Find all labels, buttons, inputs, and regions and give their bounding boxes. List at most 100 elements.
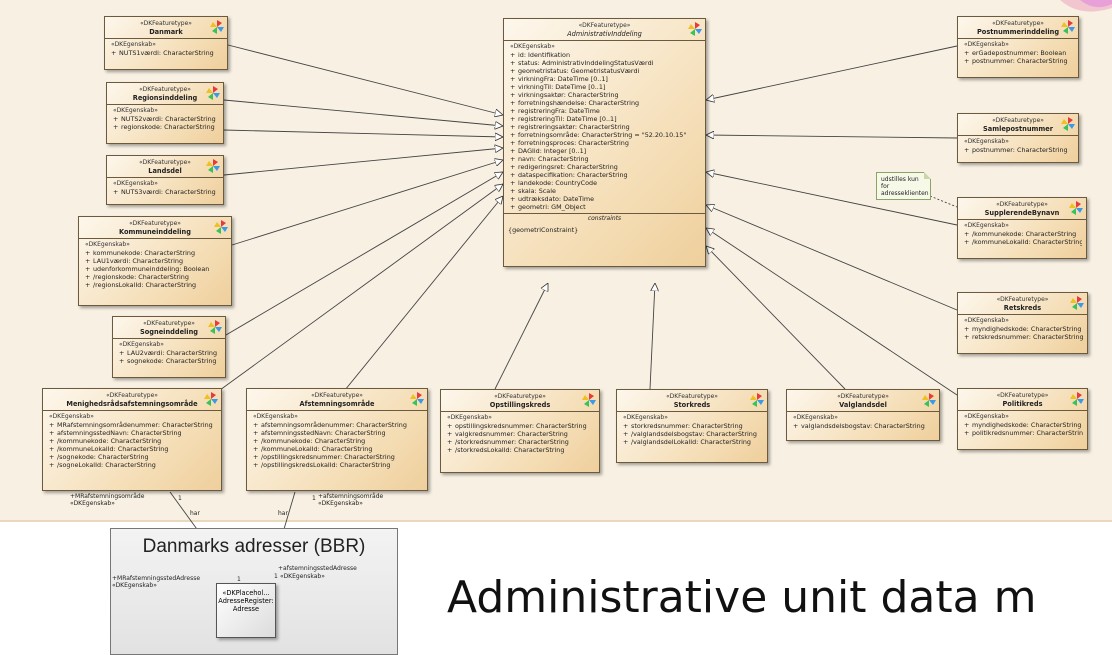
- visibility-marker: +: [964, 333, 970, 341]
- attribute-row: +/regionskode: CharacterString: [85, 273, 227, 281]
- stereotype-label: «DKFeaturetype»: [139, 159, 191, 166]
- attribute-row: +virkningsaktør: CharacterString: [510, 91, 701, 99]
- section-stereotype: «DKEgenskab»: [113, 180, 158, 187]
- pinwheel-icon: [1070, 296, 1084, 310]
- class-header: «DKFeaturetype»Menighedsrådsafstemningso…: [43, 389, 221, 411]
- constraints-label: constraints: [587, 215, 622, 222]
- generalization-storkreds: [649, 283, 655, 390]
- attribute-list: +id: Identifikation+status: Administrati…: [510, 51, 701, 211]
- visibility-marker: +: [49, 421, 55, 429]
- class-kommuneinddeling[interactable]: «DKFeaturetype»Kommuneinddeling«DKEgensk…: [78, 216, 232, 306]
- attribute-text: postnummer: CharacterString: [972, 146, 1068, 154]
- attribute-text: /regionskode: CharacterString: [93, 273, 189, 281]
- attribute-row: +sognekode: CharacterString: [119, 357, 221, 365]
- attribute-row: +/regionsLokalId: CharacterString: [85, 281, 227, 289]
- class-landsdel[interactable]: «DKFeaturetype»Landsdel«DKEgenskab»+NUTS…: [106, 155, 224, 205]
- class-opstillingskreds[interactable]: «DKFeaturetype»Opstillingskreds«DKEgensk…: [440, 389, 600, 473]
- attribute-section: «DKEgenskab»+opstillingskredsnummer: Cha…: [441, 412, 599, 456]
- class-header: «DKFeaturetype»Sogneinddeling: [113, 317, 225, 339]
- af-section-label: «DKEgenskab»: [318, 500, 363, 507]
- constraint-section: constraints {geometriConstraint}: [504, 213, 705, 237]
- class-sogneinddeling[interactable]: «DKFeaturetype»Sogneinddeling «DKEgenskab…: [112, 316, 226, 378]
- class-regionsinddeling[interactable]: «DKFeaturetype»Regionsinddeling«DKEgensk…: [106, 82, 224, 144]
- stereotype-label: «DKFeaturetype»: [106, 392, 158, 399]
- pinwheel-icon: [206, 159, 220, 173]
- class-header: «DKFeaturetype»Afstemningsområde: [247, 389, 427, 411]
- attribute-text: /sognekode: CharacterString: [57, 453, 149, 461]
- attribute-text: myndighedskode: CharacterString: [972, 421, 1082, 429]
- class-postnummerinddeling[interactable]: «DKFeaturetype»Postnummerinddeling«DKEge…: [957, 16, 1079, 78]
- generalization-sogn: [225, 172, 503, 336]
- class-supplerendebynavn[interactable]: «DKFeaturetype»SupplerendeBynavn«DKEgens…: [957, 197, 1087, 259]
- stereotype-label: «DKFeaturetype»: [992, 20, 1044, 27]
- attribute-row: +virkningFra: DateTime [0..1]: [510, 75, 701, 83]
- attribute-row: +/sognekode: CharacterString: [49, 453, 217, 461]
- class-samlepostnummer[interactable]: «DKFeaturetype»Samlepostnummer«DKEgenska…: [957, 113, 1079, 163]
- attribute-text: forretningsproces: CharacterString: [518, 139, 629, 147]
- visibility-marker: +: [510, 155, 516, 163]
- generalization-region-b: [223, 129, 503, 137]
- attribute-row: +erGadepostnummer: Boolean: [964, 49, 1074, 57]
- visibility-marker: +: [447, 438, 453, 446]
- visibility-marker: +: [964, 230, 970, 238]
- visibility-marker: +: [510, 139, 516, 147]
- attribute-row: +NUTS3værdi: CharacterString: [113, 188, 219, 196]
- attribute-row: +registreringsaktør: CharacterString: [510, 123, 701, 131]
- section-stereotype: «DKEgenskab»: [964, 138, 1009, 145]
- attribute-row: +landekode: CountryCode: [510, 179, 701, 187]
- attribute-text: retskredsnummer: CharacterString: [972, 333, 1083, 341]
- pinwheel-icon: [410, 392, 424, 406]
- visibility-marker: +: [510, 171, 516, 179]
- attribute-row: +/valglandsdelsbogstav: CharacterString: [623, 430, 763, 438]
- class-adresse-placeholder[interactable]: «DKPlacehol... AdresseRegister: Adresse: [216, 583, 276, 638]
- visibility-marker: +: [510, 83, 516, 91]
- attribute-text: NUTS2værdi: CharacterString: [121, 115, 216, 123]
- section-stereotype: «DKEgenskab»: [119, 341, 164, 348]
- class-header: «DKFeaturetype» AdministrativInddeling: [504, 19, 705, 41]
- attribute-row: +/storkredsLokalId: CharacterString: [447, 446, 595, 454]
- visibility-marker: +: [964, 429, 970, 437]
- class-afstemningsomraade[interactable]: «DKFeaturetype»Afstemningsområde«DKEgens…: [246, 388, 428, 491]
- class-header: «DKFeaturetype»Kommuneinddeling: [79, 217, 231, 239]
- section-stereotype: «DKEgenskab»: [964, 317, 1009, 324]
- section-stereotype: «DKEgenskab»: [964, 41, 1009, 48]
- attribute-row: +LAU2værdi: CharacterString: [119, 349, 221, 357]
- attribute-text: /storkredsLokalId: CharacterString: [455, 446, 565, 454]
- attribute-text: registreringFra: DateTime: [518, 107, 600, 115]
- generalization-kommune: [231, 160, 503, 246]
- class-valglandsdel[interactable]: «DKFeaturetype»Valglandsdel«DKEgenskab»+…: [786, 389, 940, 441]
- class-header: «DKFeaturetype»Retskreds: [958, 293, 1087, 315]
- visibility-marker: +: [964, 238, 970, 246]
- class-storkreds[interactable]: «DKFeaturetype»Storkreds«DKEgenskab»+sto…: [616, 389, 768, 463]
- visibility-marker: +: [964, 325, 970, 333]
- generalization-danmark: [227, 44, 503, 115]
- attribute-section: «DKEgenskab»+myndighedskode: CharacterSt…: [958, 315, 1087, 343]
- pinwheel-icon: [214, 220, 228, 234]
- class-administrativinddeling[interactable]: «DKFeaturetype» AdministrativInddeling «…: [503, 18, 706, 267]
- attribute-text: LAU1værdi: CharacterString: [93, 257, 184, 265]
- attribute-text: navn: CharacterString: [518, 155, 589, 163]
- note-text: udstilles kun for adresseklienten: [881, 176, 929, 197]
- placeholder-stereotype: «DKPlacehol...: [222, 589, 270, 597]
- stereotype-label: «DKFeaturetype»: [143, 320, 195, 327]
- attribute-text: regionskode: CharacterString: [121, 123, 215, 131]
- visibility-marker: +: [253, 461, 259, 469]
- visibility-marker: +: [253, 453, 259, 461]
- attribute-text: afstemningsstedNavn: CharacterString: [57, 429, 182, 437]
- visibility-marker: +: [510, 75, 516, 83]
- attribute-text: redigeringsret: CharacterString: [518, 163, 618, 171]
- class-danmark[interactable]: «DKFeaturetype»Danmark«DKEgenskab»+NUTS1…: [104, 16, 228, 70]
- visibility-marker: +: [49, 437, 55, 445]
- visibility-marker: +: [49, 453, 55, 461]
- attribute-row: +opstillingskredsnummer: CharacterString: [447, 422, 595, 430]
- visibility-marker: +: [85, 281, 91, 289]
- class-menighedsraadsafstemningsomraade[interactable]: «DKFeaturetype»Menighedsrådsafstemningso…: [42, 388, 222, 491]
- attribute-row: +myndighedskode: CharacterString: [964, 325, 1083, 333]
- note-adresseklienten[interactable]: udstilles kun for adresseklienten: [876, 172, 931, 200]
- attribute-text: kommunekode: CharacterString: [93, 249, 196, 257]
- attribute-row: +kommunekode: CharacterString: [85, 249, 227, 257]
- class-politikreds[interactable]: «DKFeaturetype»Politikreds«DKEgenskab»+m…: [957, 388, 1088, 450]
- class-retskreds[interactable]: «DKFeaturetype»Retskreds«DKEgenskab»+myn…: [957, 292, 1088, 354]
- attribute-row: +valglandsdelsbogstav: CharacterString: [793, 422, 935, 430]
- class-header: «DKFeaturetype»Storkreds: [617, 390, 767, 412]
